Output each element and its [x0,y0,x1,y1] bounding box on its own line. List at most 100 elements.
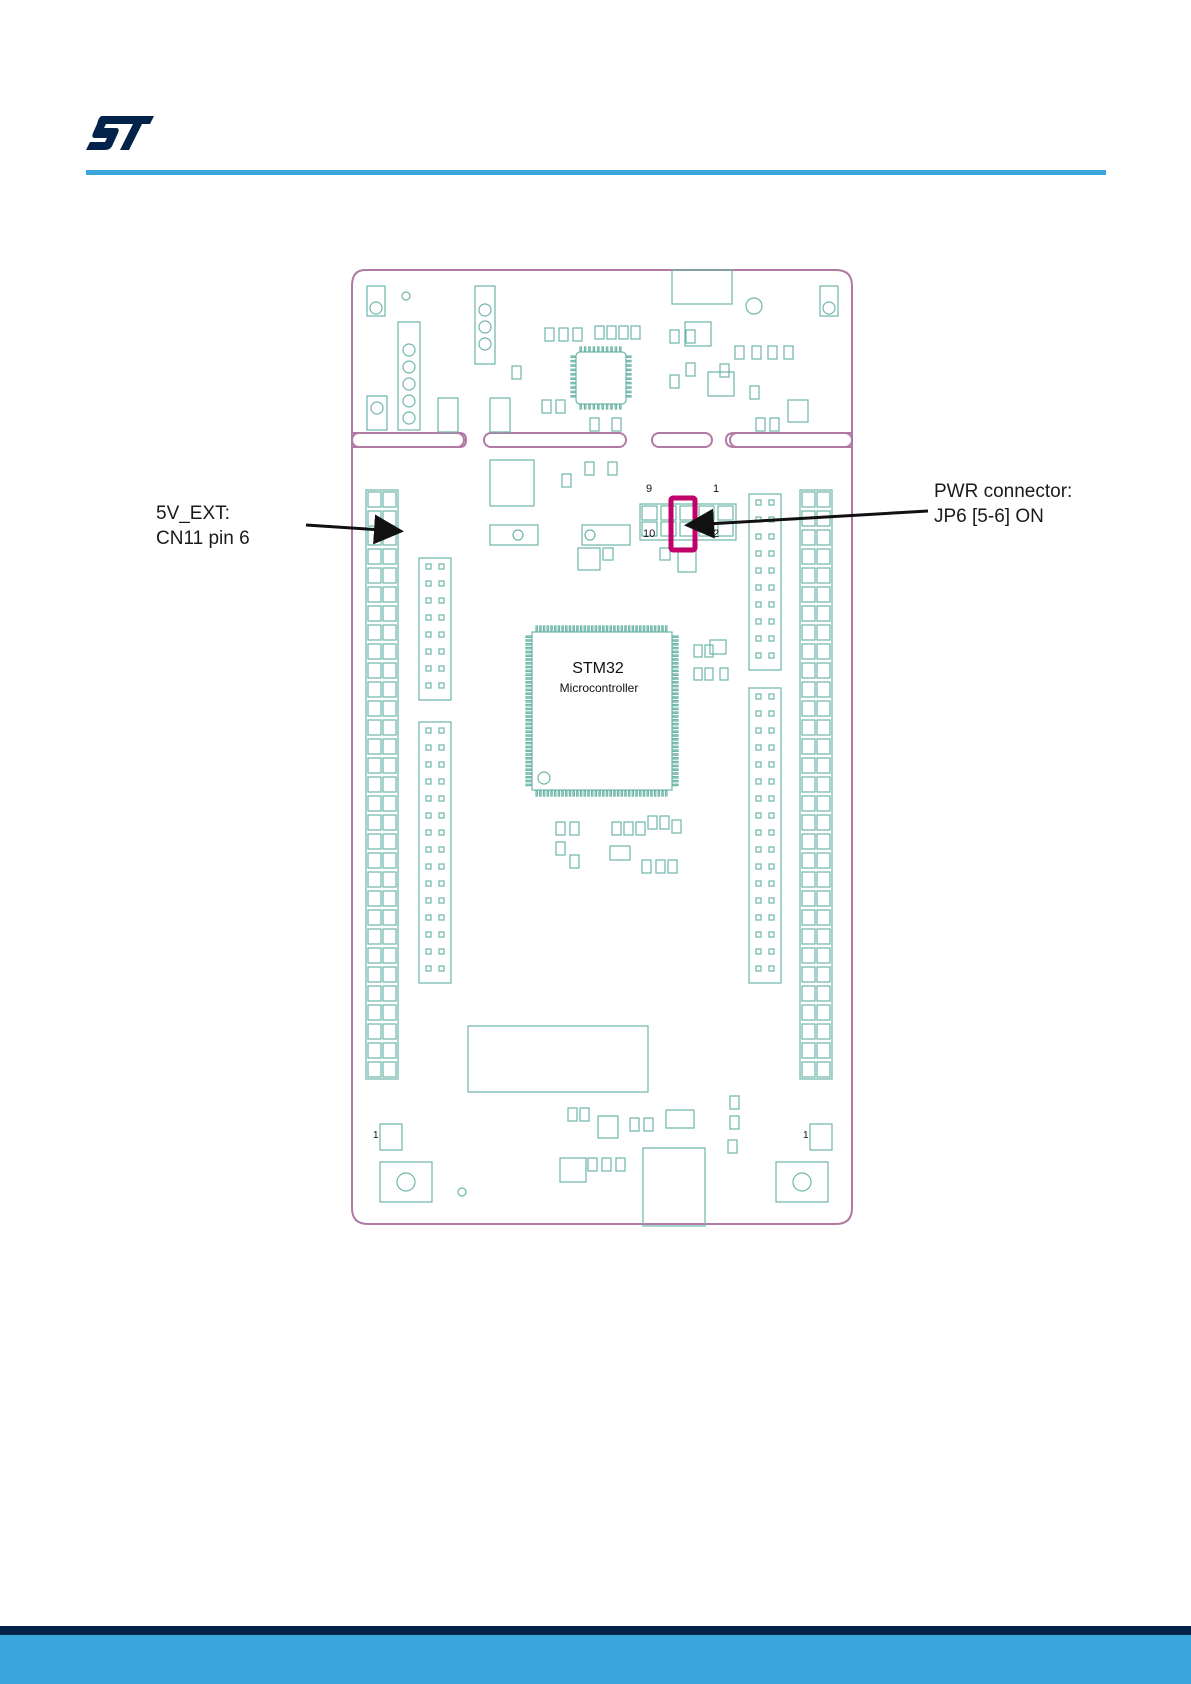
passive-bottom-2 [588,1158,597,1171]
inner-header-right-bottom-pin [756,830,761,835]
cn11-header-pin [368,568,381,583]
cn-top-jumper-pin [479,321,491,333]
mcu-pin [526,644,531,645]
inner-header-left-bottom-pin [426,864,431,869]
inner-header-left-top-pin [439,598,444,603]
swd-pin [403,395,415,407]
mcu-pin [673,746,678,747]
jp-pwr-1-pin [513,530,523,540]
mcu-pin [603,791,604,796]
mcu-pin [526,739,531,740]
passive-top [756,418,765,431]
inner-header-left-top-pin [426,598,431,603]
mcu-pin [536,626,537,631]
passive-bottom-2 [644,1118,653,1131]
cn12-header-pin [817,796,830,811]
mcu-pin [526,720,531,721]
mcu-pin [526,769,531,770]
mcu-pin [658,791,659,796]
inner-header-right-top-pin [769,500,774,505]
inner-header-left-bottom-pin [426,745,431,750]
mcu-pin [606,791,607,796]
cn12-header-pin [802,1062,815,1077]
inner-header-right-top-pin [769,568,774,573]
callout-arrow-pwr [690,511,928,525]
jp-left-bottom [367,396,387,430]
swd-pin [403,412,415,424]
passive-top [768,346,777,359]
inner-header-right-bottom-pin [756,949,761,954]
passive-top [686,330,695,343]
mcu-pin [526,742,531,743]
inner-header-right-bottom-pin [756,813,761,818]
inner-header-left-bottom-pin [426,813,431,818]
passive-top [752,346,761,359]
cn12-header-pin [802,739,815,754]
passive-top [670,330,679,343]
mcu-pin [673,754,678,755]
mcu-pin [592,791,593,796]
swd-pin [403,344,415,356]
mcu-pin [654,791,655,796]
inner-header-left-top-pin [439,615,444,620]
cn12-header-pin [817,568,830,583]
stlink-pin [627,374,631,375]
cn11-header-pin [383,739,396,754]
cn12-header-pin [802,758,815,773]
mcu-pin [651,791,652,796]
mcu-pin [566,626,567,631]
mcu-pin [673,682,678,683]
mcu-pin [526,636,531,637]
mcu-pin [540,791,541,796]
cn11-header-pin [383,1062,396,1077]
stlink-pin [620,347,621,351]
passive-bottom [642,860,651,873]
mcu-pin [547,791,548,796]
inner-header-right-bottom-pin [756,694,761,699]
mcu-pin [673,769,678,770]
cn12-header-pin [802,568,815,583]
mcu-pin [643,626,644,631]
stlink-pin [571,378,575,379]
cn11-header-pin [368,492,381,507]
stlink-pin [598,405,599,409]
mcu-pin [647,626,648,631]
passive-bottom [612,822,621,835]
mcu-pin [673,693,678,694]
passive-bottom-2 [730,1096,739,1109]
reset-button-cap [397,1173,415,1191]
cn11-header-pin [383,511,396,526]
mcu-pin [673,678,678,679]
mcu-pin [632,791,633,796]
cn11-header-pin [368,530,381,545]
cn12-header-pin [817,777,830,792]
jp-pwr-2 [582,525,630,545]
stlink-pin [589,347,590,351]
mcu-pin [673,655,678,656]
inner-header-right-bottom-pin [756,796,761,801]
inner-header-right-top-pin [756,500,761,505]
stlink-pin [606,405,607,409]
jp-top-right-pin [823,302,835,314]
stlink-pin [571,360,575,361]
inner-header-left-top-pin [439,649,444,654]
inner-header-right-bottom-pin [756,864,761,869]
jumper-label-1: 1 [713,483,719,495]
mcu-pin [540,626,541,631]
passive-bottom-2 [602,1158,611,1171]
inner-header-left-bottom-pin [439,949,444,954]
cn11-header-pin [368,986,381,1001]
mcu-pin [526,780,531,781]
mcu-pin [636,791,637,796]
passive-top [735,346,744,359]
cn12-header-pin [802,815,815,830]
mcu-pin [632,626,633,631]
cn11-header-pin [368,777,381,792]
inner-header-right-bottom-pin [756,898,761,903]
mcu-pin [673,689,678,690]
stlink-pin [589,405,590,409]
cn11-header-pin [383,872,396,887]
jumper-label-10: 10 [643,528,655,540]
cn12-header-pin [817,682,830,697]
